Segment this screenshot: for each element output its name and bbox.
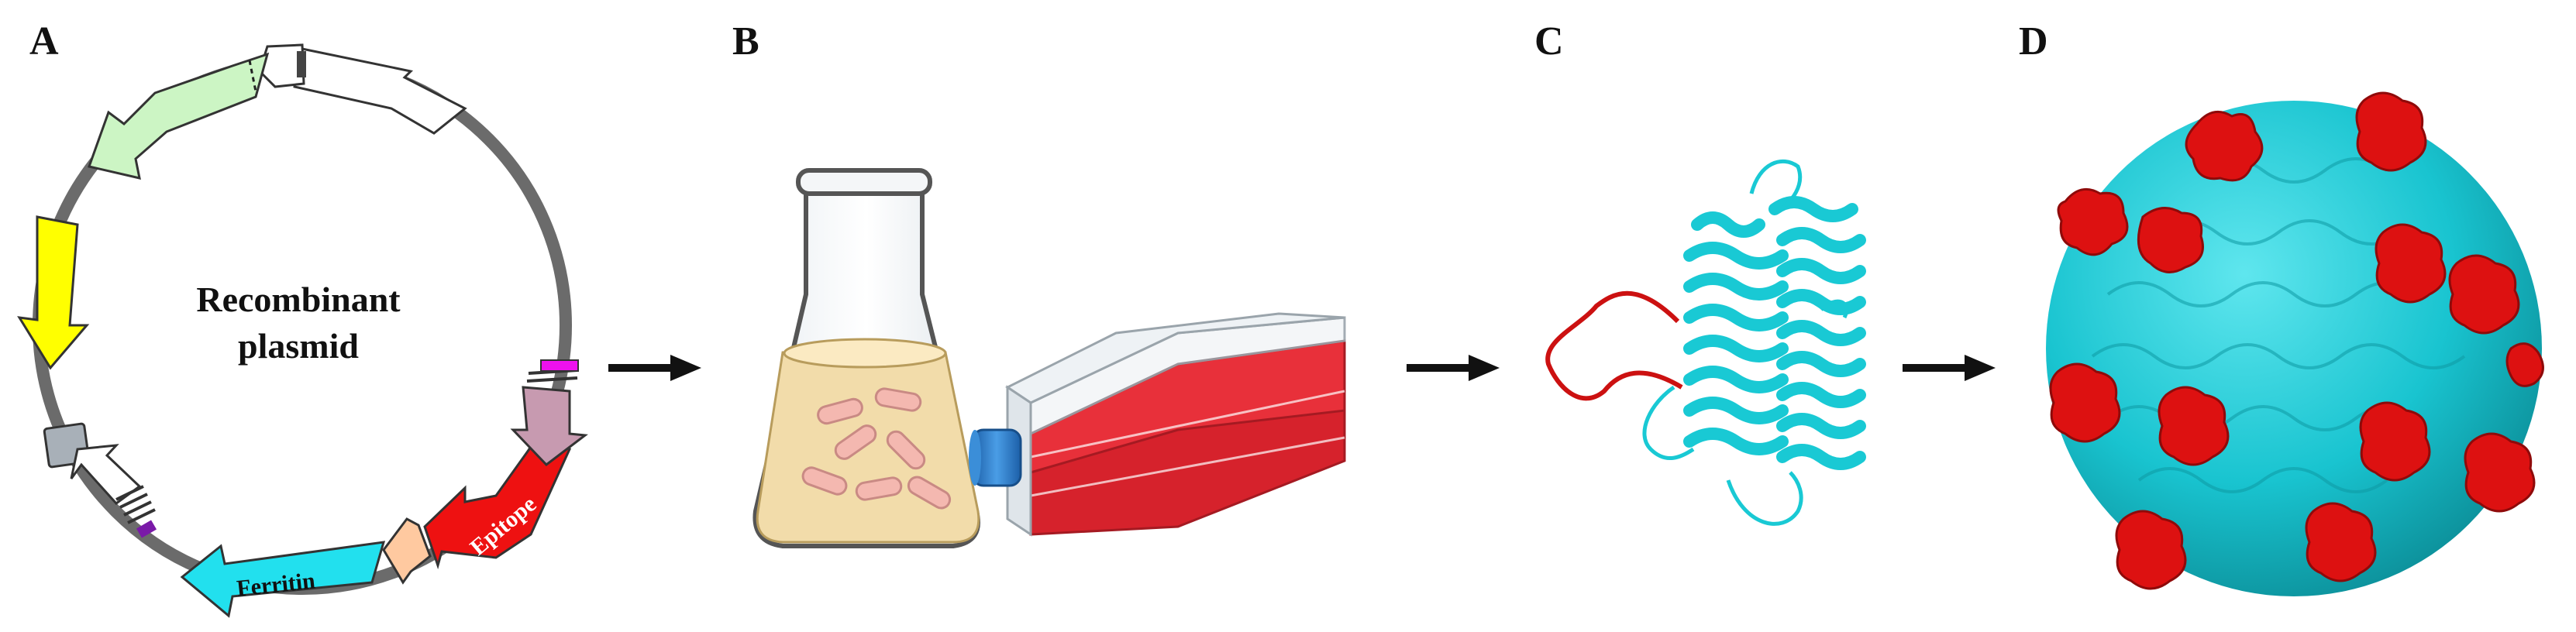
green-gene-divider <box>248 60 257 92</box>
surface-texture <box>2091 157 2466 493</box>
restriction-sites-right <box>526 369 578 383</box>
ferritin-helix-bundle <box>1683 196 1866 470</box>
green-gene <box>88 52 270 180</box>
cell-culture-flask-icon <box>969 312 1346 537</box>
bacteria-cells <box>801 387 952 510</box>
ferritin-gene <box>180 541 386 618</box>
epitope-loop <box>1545 290 1683 401</box>
epitope-patches <box>2049 91 2544 590</box>
ferritin-nanoparticle <box>2046 91 2544 596</box>
plasmid-title-line2: plasmid <box>238 326 359 366</box>
erlenmeyer-flask-icon <box>752 168 980 548</box>
panel-letter-c: C <box>1534 19 1564 64</box>
white-gene-top <box>293 46 467 135</box>
plasmid-title-line1: Recombinant <box>196 280 401 319</box>
right-arrow-icon <box>1407 355 1500 381</box>
panel-letter-d: D <box>2019 19 2048 64</box>
panel-d: D <box>2019 19 2544 596</box>
panel-letter-b: B <box>732 19 759 64</box>
white-gene-left <box>70 444 142 506</box>
epitope-gene <box>423 440 572 570</box>
panel-c: C <box>1534 19 1866 526</box>
panel-a: A Ferritin Epitope <box>17 19 588 618</box>
right-arrow-icon <box>608 355 701 381</box>
purple-site-left <box>136 520 157 538</box>
peach-gene <box>382 517 432 585</box>
panel-b: B <box>732 19 1346 548</box>
magenta-site <box>540 359 579 372</box>
dark-marker-top <box>297 51 306 77</box>
panel-letter-a: A <box>29 19 59 64</box>
restriction-sites-left <box>115 485 156 524</box>
protein-loops <box>1642 159 1849 526</box>
right-arrow-icon <box>1903 355 1996 381</box>
yellow-gene <box>17 215 90 370</box>
mauve-gene <box>510 386 588 467</box>
